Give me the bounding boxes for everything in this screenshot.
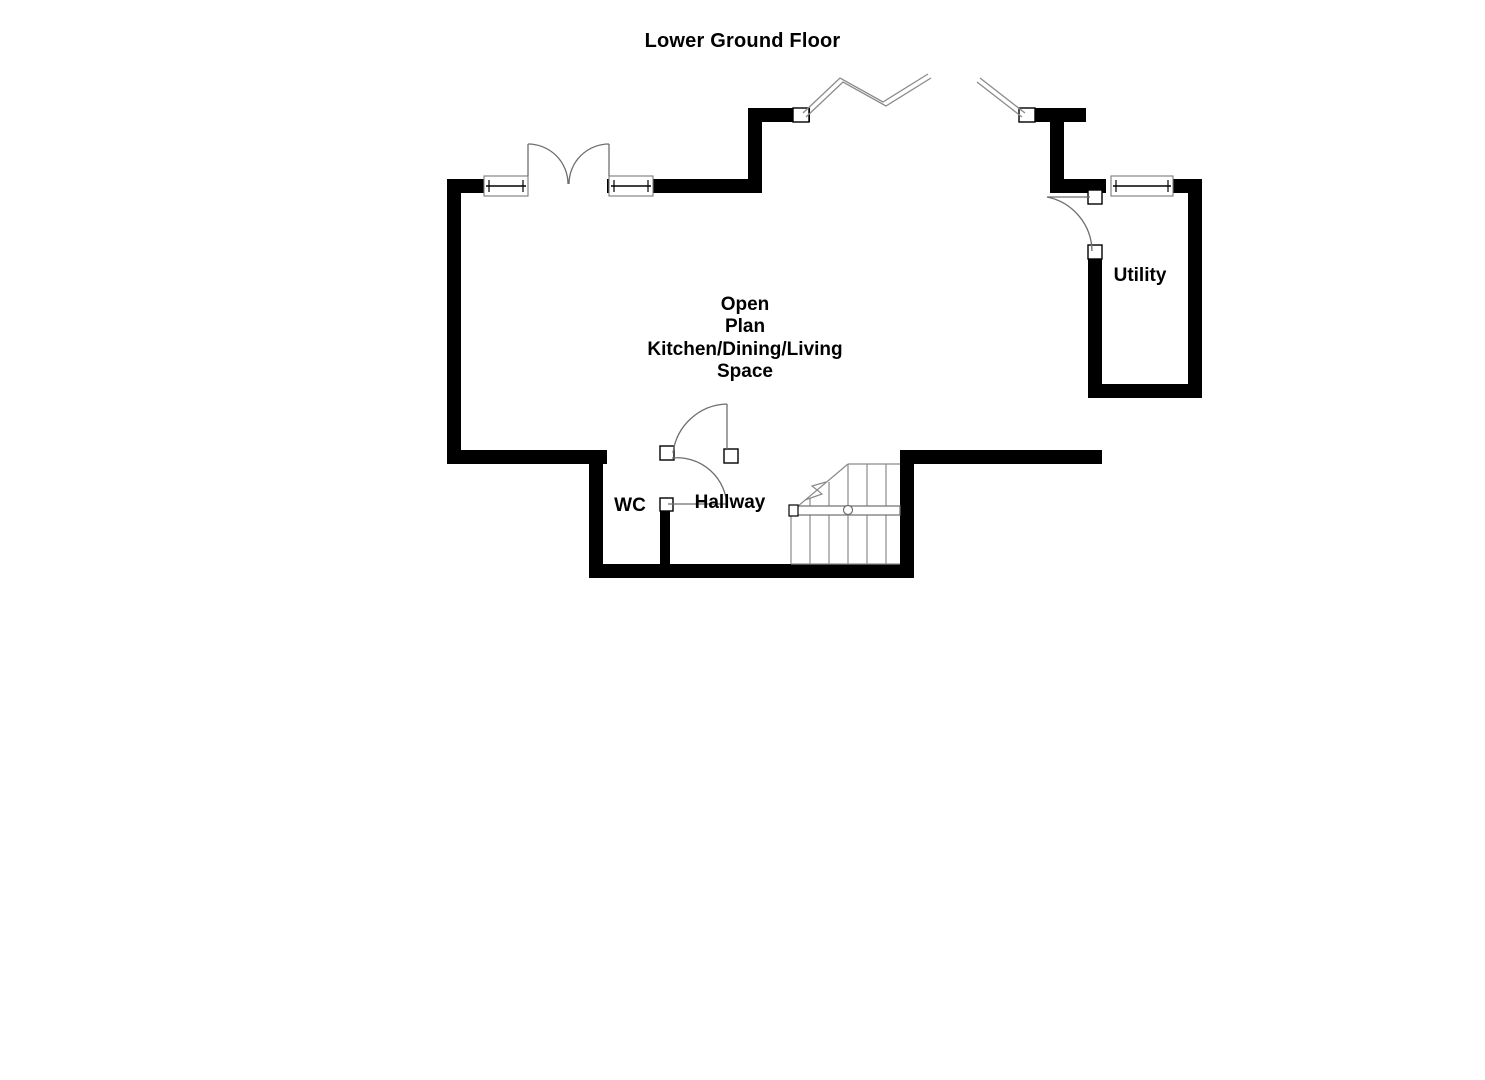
- wall-utility-bottom: [1088, 384, 1202, 398]
- bifold-door-right: [976, 77, 1036, 123]
- page-title: Lower Ground Floor: [644, 30, 841, 52]
- wall-utility-left: [1088, 256, 1102, 398]
- window-utility: [1110, 175, 1174, 197]
- door-wc: [659, 457, 728, 512]
- wall-wc-partition: [660, 506, 670, 578]
- wall-bay-right-vertical: [1050, 108, 1064, 193]
- wall-openplan-bottom-left: [447, 450, 607, 464]
- staircase: [788, 463, 901, 565]
- door-hallway-north: [659, 403, 739, 464]
- window-group: [483, 175, 1174, 197]
- room-label-hallway: Hallway: [694, 492, 766, 513]
- double-door-openplan-north: [527, 143, 610, 185]
- window-top-left: [483, 175, 529, 197]
- room-label-utility: Utility: [1113, 265, 1167, 286]
- window-top-left-second: [608, 175, 654, 197]
- wall-hall-left: [589, 450, 603, 578]
- bifold-door-left: [792, 73, 932, 123]
- wall-bay-left-vertical: [748, 108, 762, 193]
- room-label-wc: WC: [614, 495, 646, 516]
- wall-hall-bottom: [589, 564, 914, 578]
- room-label-open-plan: Open Plan Kitchen/Dining/Living Space: [647, 294, 843, 383]
- wall-openplan-bottom-right: [900, 450, 1102, 464]
- wall-utility-right: [1188, 179, 1202, 398]
- wall-exterior-left: [447, 179, 461, 464]
- wall-hall-right: [900, 450, 914, 578]
- door-utility: [1046, 189, 1103, 260]
